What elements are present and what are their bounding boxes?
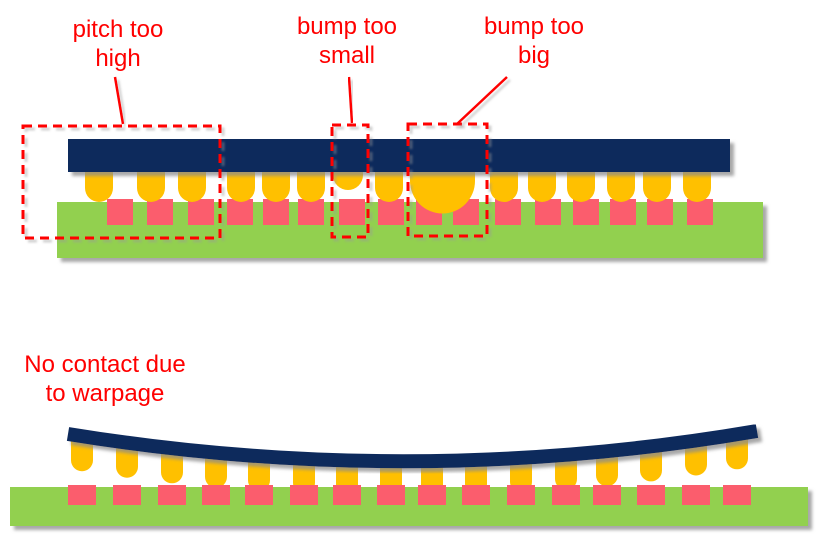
contact-pad [647, 199, 673, 225]
contact-pads [107, 199, 713, 225]
solder-bump [683, 170, 711, 202]
contact-pad [495, 199, 521, 225]
contact-pad [158, 485, 186, 505]
contact-pad [687, 199, 713, 225]
contact-pad [147, 199, 173, 225]
contact-pad [418, 485, 446, 505]
undersized-bump [333, 170, 363, 190]
substrate-warpage [10, 487, 808, 526]
contact-pad [188, 199, 214, 225]
leader-line-pitch [113, 76, 125, 125]
defect-box-pitch [21, 124, 222, 240]
solder-bump-lifted [640, 451, 662, 482]
contact-pad [462, 485, 490, 505]
defect-box-big-bump [406, 122, 489, 238]
contact-pad [507, 485, 535, 505]
defect-box-small-bump [330, 123, 370, 239]
solder-bump-lifted [161, 453, 183, 484]
leader-line-big-bump [456, 76, 508, 125]
solder-bump-lifted [555, 459, 577, 490]
contact-pad [113, 485, 141, 505]
solder-bump-lifted [248, 461, 270, 492]
solder-bump [490, 170, 518, 202]
contact-pad [593, 485, 621, 505]
contact-pad [298, 199, 324, 225]
contact-pad [290, 485, 318, 505]
contact-pad [202, 485, 230, 505]
contact-pad [535, 199, 561, 225]
solder-bump-lifted [685, 445, 707, 476]
contact-pad [245, 485, 273, 505]
contact-pad [339, 199, 365, 225]
solder-bump [262, 170, 290, 202]
contact-pad [68, 485, 96, 505]
solder-bump [137, 170, 165, 202]
contact-pad [107, 199, 133, 225]
contact-pad [227, 199, 253, 225]
contact-pad [263, 199, 289, 225]
solder-bump-lifted [116, 447, 138, 478]
solder-bump [643, 170, 671, 202]
contact-pad [333, 485, 361, 505]
solder-bump [297, 170, 325, 202]
solder-bump [178, 170, 206, 202]
solder-bump [528, 170, 556, 202]
solder-bump-lifted [71, 441, 93, 472]
solder-bump-lifted [205, 457, 227, 488]
solder-bump-lifted [596, 456, 618, 487]
solder-bumps [85, 170, 711, 202]
annotation-no-contact-warpage: No contact due to warpage [24, 351, 186, 407]
contact-pad [723, 485, 751, 505]
annotation-pitch-too-high: pitch too high [72, 16, 164, 72]
bottom-diagram [10, 424, 808, 526]
solder-bump [567, 170, 595, 202]
solder-bump [607, 170, 635, 202]
contact-pad [377, 485, 405, 505]
oversized-bump [410, 170, 475, 214]
contact-pad [573, 199, 599, 225]
top-diagram [21, 76, 763, 258]
solder-bump-lifted [726, 439, 748, 470]
contact-pad [610, 199, 636, 225]
solder-bump [85, 170, 113, 202]
solder-bump [375, 170, 403, 202]
contact-pad [637, 485, 665, 505]
contact-pad [378, 199, 404, 225]
annotation-bump-too-big: bump too big [483, 13, 585, 69]
chip-die [68, 139, 730, 172]
annotation-bump-too-small: bump too small [296, 13, 398, 69]
contact-pad [552, 485, 580, 505]
contact-pads-warpage [68, 485, 751, 505]
warped-chip-die [66, 424, 759, 469]
solder-bump [227, 170, 255, 202]
contact-pad [682, 485, 710, 505]
substrate [57, 202, 763, 258]
leader-line-small-bump [347, 76, 354, 124]
